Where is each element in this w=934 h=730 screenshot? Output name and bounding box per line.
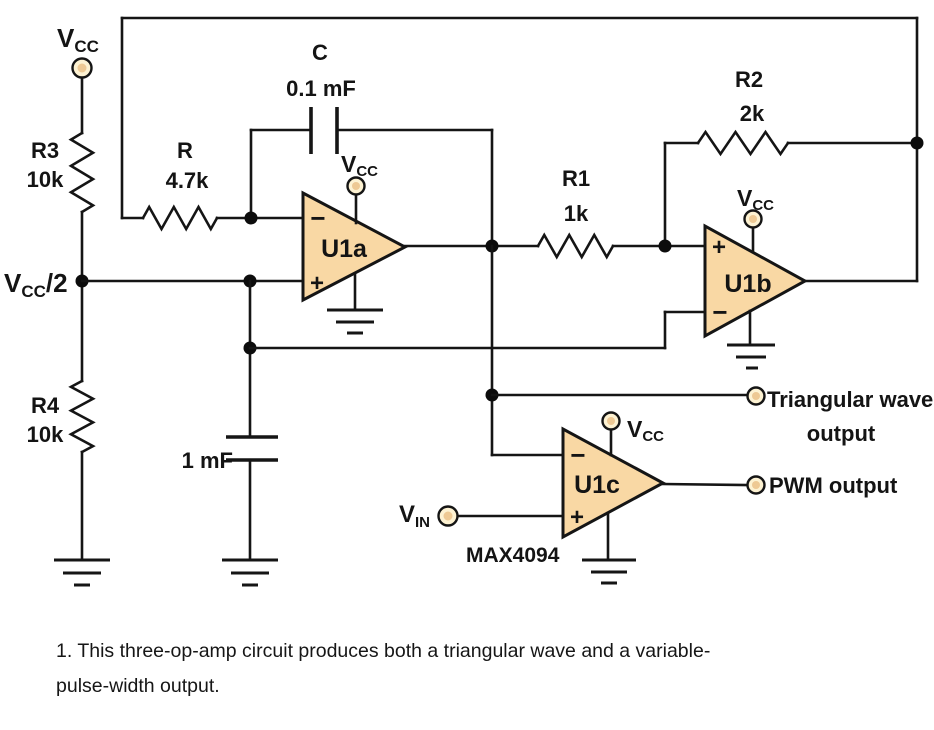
wire-pwm-output: [661, 482, 749, 487]
resistor-r3: [68, 131, 96, 214]
figure-caption: 1. This three-op-amp circuit produces bo…: [56, 634, 856, 704]
ground-symbol-u1c: [582, 558, 636, 585]
ground-symbol-u1a: [327, 308, 383, 335]
r4-name: R4: [31, 393, 60, 418]
u1b-label: U1b: [724, 270, 771, 298]
opamp-triangle-u1c: [561, 426, 667, 540]
vin-terminal-core: [443, 511, 453, 521]
junction-r2-feedback: [910, 136, 924, 150]
capacitor-c1: [226, 435, 278, 462]
vcc-terminal-core: [749, 215, 757, 223]
c-name: C: [312, 40, 328, 65]
vcc-label-u1b: VCC: [737, 185, 774, 214]
vcc-terminal-core: [77, 63, 87, 73]
vcc-half-label: VCC/2: [4, 268, 68, 301]
junction-r1-r2: [658, 239, 672, 253]
pwm-output-core: [752, 481, 760, 489]
pwm-output-label: PWM output: [769, 473, 898, 498]
opamp-u1a: − + U1a VCC: [80, 151, 540, 335]
opamp-triangle-u1b: [703, 223, 809, 339]
r1-value: 1k: [564, 201, 589, 226]
opamp-triangle-u1a: [301, 190, 409, 303]
vcc-label-u1a: VCC: [341, 151, 378, 180]
opamp-u1c: − + U1c VCC VIN MAX4094: [399, 244, 667, 585]
u1c-minus-sign: −: [570, 440, 585, 470]
feedback-network: R 4.7k C 0.1 mF R2 2k: [120, 16, 924, 283]
vcc-terminal-core: [607, 417, 615, 425]
circuit-schematic: VCC R3 10k VCC/2 R4 10k R 4.7k C 0.1 mF: [4, 16, 933, 587]
triangular-output-core: [752, 392, 760, 400]
resistor-r4: [68, 379, 96, 454]
u1b-plus-sign: +: [712, 234, 726, 261]
r2-value: 2k: [740, 101, 765, 126]
resistor-r2: [696, 129, 790, 157]
r3-name: R3: [31, 138, 59, 163]
vcc-label-top-left: VCC: [57, 23, 99, 56]
left-bias-network: VCC R3 10k VCC/2 R4 10k: [4, 23, 110, 587]
u1c-plus-sign: +: [570, 504, 584, 531]
r1-name: R1: [562, 166, 590, 191]
u1c-label: U1c: [574, 471, 620, 499]
ground-symbol-u1b: [727, 343, 775, 370]
r2-name: R2: [735, 67, 763, 92]
resistor-rf: [141, 204, 219, 232]
vcc-label-u1c: VCC: [627, 416, 664, 445]
r3-value: 10k: [27, 167, 64, 192]
u1a-label: U1a: [321, 235, 368, 263]
u1b-minus-sign: −: [712, 297, 727, 327]
rf-value: 4.7k: [166, 168, 210, 193]
caption-line-2: pulse-width output.: [56, 675, 220, 697]
r4-value: 10k: [27, 422, 64, 447]
capacitor-c: [309, 107, 339, 154]
c-value: 0.1 mF: [286, 76, 356, 101]
outputs: Triangular wave output PWM output: [490, 386, 933, 498]
junction-u1a-inverting: [244, 211, 258, 225]
c1-value: 1 mF: [182, 448, 233, 473]
triangular-output-label-line1: Triangular wave: [767, 387, 933, 412]
opamp-u1b: R1 1k + − U1b VCC: [248, 166, 919, 370]
ground-symbol-r4: [54, 558, 110, 587]
ground-symbol-c1: [222, 558, 278, 587]
vin-label: VIN: [399, 501, 430, 531]
resistor-r1: [536, 232, 615, 260]
u1a-plus-sign: +: [310, 270, 324, 297]
caption-line-1: 1. This three-op-amp circuit produces bo…: [56, 640, 711, 662]
u1a-minus-sign: −: [310, 203, 325, 233]
vcc-terminal-core: [352, 182, 360, 190]
ic-part-label: MAX4094: [466, 544, 560, 567]
capacitor-c1-branch: 1 mF: [182, 279, 278, 587]
rf-name: R: [177, 138, 193, 163]
triangular-output-label-line2: output: [807, 421, 876, 446]
